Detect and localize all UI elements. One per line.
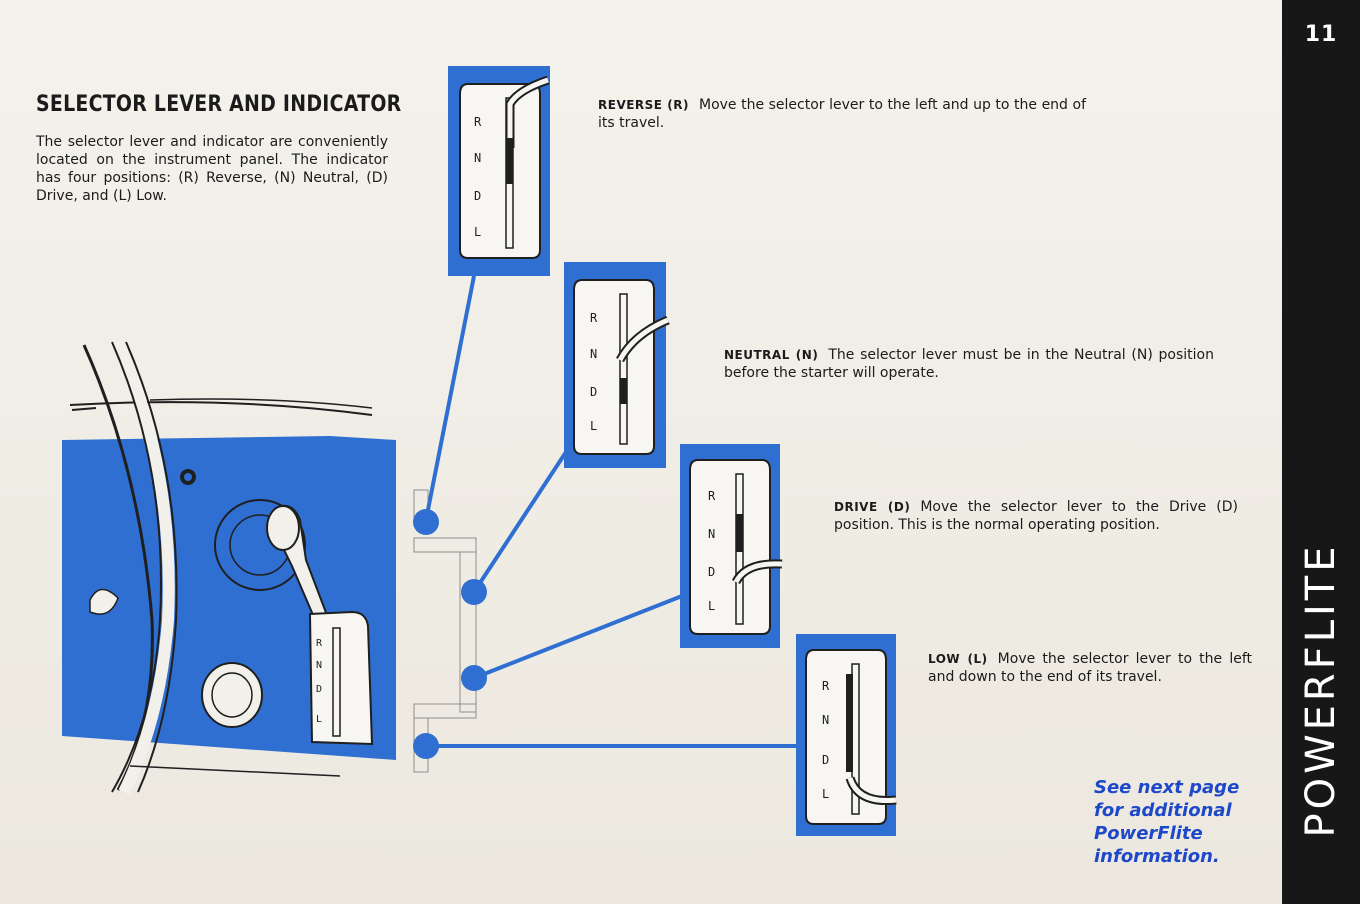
gate-letter: N [474, 151, 481, 165]
dash-gate-letter: D [316, 684, 322, 695]
gate-letter: R [474, 115, 482, 129]
next-page-note: See next page for additional PowerFlite … [1094, 777, 1240, 867]
connector-dots [413, 509, 487, 759]
drive-gate-inset: R N D L [680, 444, 783, 648]
selector-illustration: R N D L R N [62, 66, 897, 836]
section-intro: The selector lever and indicator are con… [36, 134, 388, 204]
gate-letter: N [708, 527, 715, 541]
side-title-text: POWERFLITE [1298, 542, 1344, 838]
low-description: LOW (L)Move the selector lever to the le… [928, 650, 1252, 686]
drive-label: DRIVE (D) [834, 500, 911, 514]
low-text: Move the selector lever to the left and … [928, 651, 1252, 685]
dash-gate-letter: R [316, 638, 323, 649]
connector-lines [424, 275, 796, 748]
gate-letter: R [708, 489, 716, 503]
gate-letter: L [474, 225, 481, 239]
side-strip [1282, 0, 1360, 904]
low-gate-inset: R N D L [796, 634, 897, 836]
dash-gate-letter: N [316, 660, 322, 671]
neutral-text: The selector lever must be in the Neutra… [724, 347, 1214, 381]
gate-letter: L [708, 599, 715, 613]
gate-letter: D [822, 753, 829, 767]
drive-description: DRIVE (D)Move the selector lever to the … [834, 498, 1238, 534]
reverse-text: Move the selector lever to the left and … [598, 97, 1086, 131]
gate-letter: N [590, 347, 597, 361]
gate-letter: N [822, 713, 829, 727]
neutral-gate-inset: R N D L [564, 262, 670, 468]
gate-letter: R [822, 679, 830, 693]
gate-letter: L [822, 787, 829, 801]
reverse-gate-inset: R N D L [448, 66, 550, 276]
neutral-label: NEUTRAL (N) [724, 348, 819, 362]
reverse-description: REVERSE (R)Move the selector lever to th… [598, 96, 1086, 132]
low-label: LOW (L) [928, 652, 988, 666]
gate-letter: D [708, 565, 715, 579]
gate-letter: D [590, 385, 597, 399]
gate-letter: L [590, 419, 597, 433]
drive-text: Move the selector lever to the Drive (D)… [834, 499, 1238, 533]
gate-letter: D [474, 189, 481, 203]
dash-gate-letter: L [316, 714, 322, 725]
gate-letter: R [590, 311, 598, 325]
reverse-label: REVERSE (R) [598, 98, 689, 112]
neutral-description: NEUTRAL (N)The selector lever must be in… [724, 346, 1214, 382]
page-number: 11 [1304, 22, 1338, 47]
section-title: SELECTOR LEVER AND INDICATOR [36, 92, 402, 117]
dashboard-illustration: R N D L [62, 339, 396, 795]
